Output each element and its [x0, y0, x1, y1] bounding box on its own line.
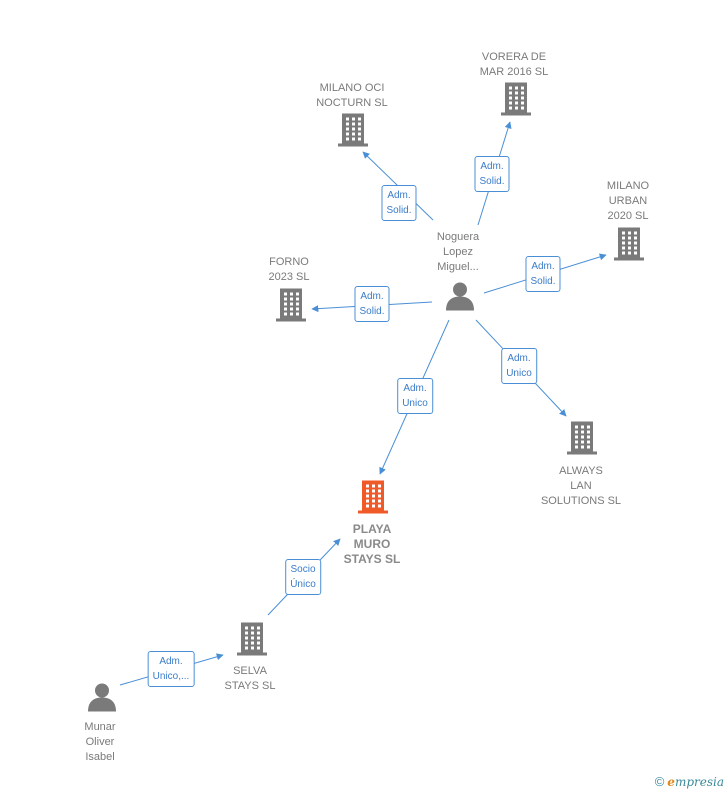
edge-label-noguera-forno[interactable]: Adm. Solid.	[354, 286, 390, 322]
building-icon-always_lan[interactable]	[567, 420, 597, 461]
building-icon-selva[interactable]	[237, 621, 267, 662]
node-label-munar[interactable]: Munar Oliver Isabel	[84, 721, 116, 763]
node-label-vorera[interactable]: VORERA DE MAR 2016 SL	[479, 51, 549, 78]
edge-label-noguera-always_lan[interactable]: Adm. Unico	[501, 348, 537, 384]
brand-logo: empresia	[667, 775, 724, 789]
node-label-noguera[interactable]: Noguera Lopez Miguel...	[436, 231, 480, 273]
edge-label-noguera-playa_muro[interactable]: Adm. Unico	[397, 378, 433, 414]
person-icon-noguera[interactable]	[445, 281, 475, 316]
node-label-playa_muro[interactable]: PLAYA MURO STAYS SL	[343, 522, 401, 566]
node-label-forno[interactable]: FORNO 2023 SL	[268, 256, 310, 283]
edge-label-noguera-milano_oci[interactable]: Adm. Solid.	[381, 185, 417, 221]
building-icon-forno[interactable]	[276, 287, 306, 328]
node-label-always_lan[interactable]: ALWAYS LAN SOLUTIONS SL	[540, 465, 622, 507]
building-icon-vorera[interactable]	[501, 81, 531, 122]
building-icon-milano_oci[interactable]	[338, 112, 368, 153]
node-label-selva[interactable]: SELVA STAYS SL	[224, 665, 276, 692]
footer-credit: ©empresia	[655, 774, 724, 789]
building-icon-milano_urban[interactable]	[614, 226, 644, 267]
building-icon-playa_muro[interactable]	[358, 479, 388, 520]
edge-label-noguera-vorera[interactable]: Adm. Solid.	[474, 156, 510, 192]
edge-label-selva-playa_muro[interactable]: Socio Único	[285, 559, 321, 595]
edge-label-munar-selva[interactable]: Adm. Unico,...	[147, 651, 195, 687]
node-label-milano_urban[interactable]: MILANO URBAN 2020 SL	[606, 180, 650, 222]
node-label-milano_oci[interactable]: MILANO OCI NOCTURN SL	[316, 82, 388, 109]
person-icon-munar[interactable]	[87, 682, 117, 717]
copyright-symbol: ©	[654, 774, 665, 789]
edge-label-noguera-milano_urban[interactable]: Adm. Solid.	[525, 256, 561, 292]
